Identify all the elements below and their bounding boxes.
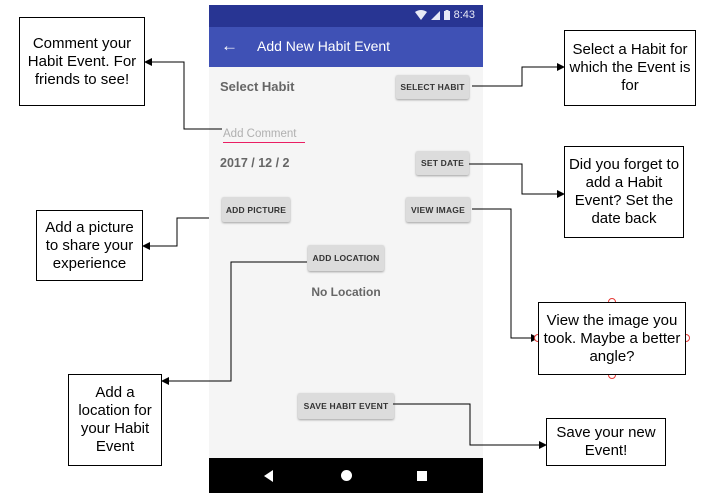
note-select-habit: Select a Habit for which the Event is fo…: [564, 30, 696, 106]
navigation-bar: [209, 458, 483, 493]
arrow-back-icon[interactable]: ←: [221, 36, 238, 55]
connector-set-date: [469, 163, 565, 198]
page-title: Add New Habit Event: [257, 38, 391, 54]
date-value: 2017 / 12 / 2: [220, 156, 290, 170]
app-bar: ← Add New Habit Event: [209, 27, 483, 67]
note-comment: Comment your Habit Event. For friends to…: [19, 17, 145, 106]
note-set-date: Did you forget to add a Habit Event? Set…: [564, 146, 684, 238]
signal-icon: [430, 10, 440, 20]
connector-comment: [144, 58, 222, 130]
view-image-button[interactable]: VIEW IMAGE: [406, 197, 470, 222]
nav-recents-icon[interactable]: [417, 471, 427, 481]
nav-back-icon[interactable]: [264, 470, 273, 482]
wifi-icon: [414, 10, 427, 20]
connector-save: [393, 403, 547, 449]
note-view-image: View the image you took. Maybe a better …: [538, 302, 686, 375]
add-location-button[interactable]: ADD LOCATION: [308, 245, 384, 271]
status-time: 8:43: [453, 9, 475, 21]
select-habit-label: Select Habit: [220, 79, 295, 94]
battery-icon: [443, 10, 450, 20]
save-habit-event-button[interactable]: SAVE HABIT EVENT: [298, 393, 394, 419]
connector-select-habit: [472, 63, 565, 87]
select-habit-button[interactable]: SELECT HABIT: [396, 75, 469, 99]
connector-view-image: [472, 208, 539, 342]
nav-home-icon[interactable]: [341, 470, 352, 481]
connector-add-picture: [142, 217, 209, 250]
habit-event-form: Select Habit SELECT HABIT 2017 / 12 / 2 …: [209, 67, 483, 458]
note-add-picture: Add a picture to share your experience: [36, 210, 143, 281]
phone-screen: 8:43 ← Add New Habit Event Select Habit …: [209, 5, 483, 493]
location-value: No Location: [311, 285, 381, 299]
comment-input[interactable]: [223, 126, 305, 143]
status-bar: 8:43: [209, 5, 483, 27]
connector-add-location: [161, 261, 307, 385]
add-picture-button[interactable]: ADD PICTURE: [222, 197, 290, 222]
set-date-button[interactable]: SET DATE: [416, 151, 469, 175]
note-add-location: Add a location for your Habit Event: [68, 374, 162, 466]
note-save: Save your new Event!: [546, 418, 666, 466]
